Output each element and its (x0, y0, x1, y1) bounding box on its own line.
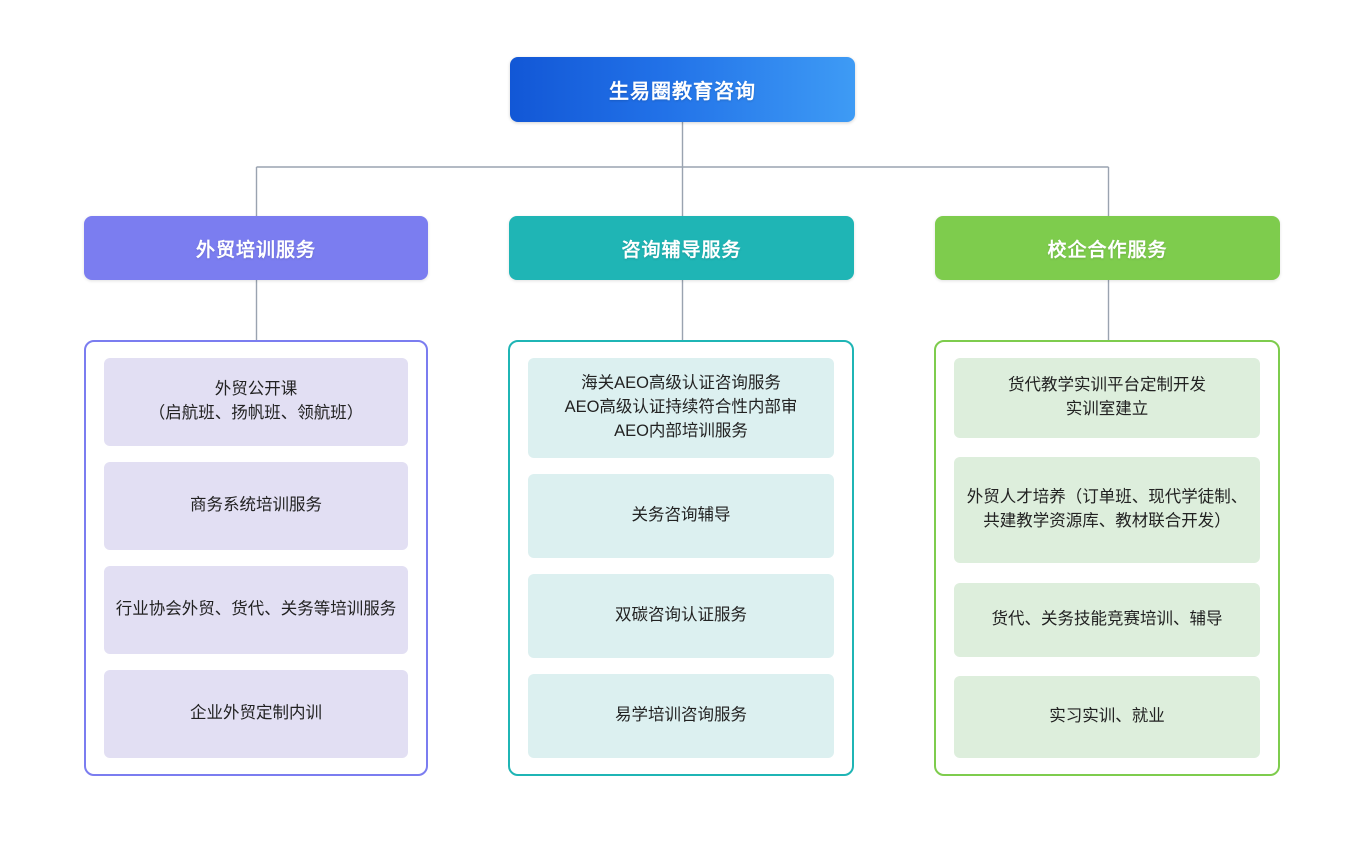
leaf-item[interactable]: 实习实训、就业 (954, 675, 1260, 758)
leaf-item[interactable]: 关务咨询辅导 (528, 474, 834, 558)
leaf-item[interactable]: 货代、关务技能竞赛培训、辅导 (954, 582, 1260, 657)
leaf-item[interactable]: 外贸公开课 （启航班、扬帆班、领航班） (104, 358, 408, 446)
branch-header-label: 校企合作服务 (1047, 239, 1168, 261)
leaf-item[interactable]: 双碳咨询认证服务 (528, 574, 834, 658)
branch-column-zixun-fudao: 海关AEO高级认证咨询服务 AEO高级认证持续符合性内部审 AEO内部培训服务 … (508, 340, 854, 776)
branch-header-xiaoqi-hezuo[interactable]: 校企合作服务 (935, 216, 1280, 280)
branch-column-xiaoqi-hezuo: 货代教学实训平台定制开发 实训室建立 外贸人才培养（订单班、现代学徒制、共建教学… (934, 340, 1280, 776)
leaf-item[interactable]: 企业外贸定制内训 (104, 670, 408, 758)
branch-header-waimao-peixun[interactable]: 外贸培训服务 (84, 216, 428, 280)
root-node[interactable]: 生易圈教育咨询 (510, 57, 855, 122)
leaf-item[interactable]: 外贸人才培养（订单班、现代学徒制、共建教学资源库、教材联合开发） (954, 457, 1260, 564)
leaf-item[interactable]: 易学培训咨询服务 (528, 674, 834, 758)
branch-header-zixun-fudao[interactable]: 咨询辅导服务 (509, 216, 854, 280)
leaf-item[interactable]: 行业协会外贸、货代、关务等培训服务 (104, 566, 408, 654)
leaf-item[interactable]: 货代教学实训平台定制开发 实训室建立 (954, 358, 1260, 438)
branch-column-waimao-peixun: 外贸公开课 （启航班、扬帆班、领航班） 商务系统培训服务 行业协会外贸、货代、关… (84, 340, 428, 776)
root-node-label: 生易圈教育咨询 (609, 81, 756, 103)
branch-header-label: 外贸培训服务 (195, 239, 316, 261)
leaf-item[interactable]: 海关AEO高级认证咨询服务 AEO高级认证持续符合性内部审 AEO内部培训服务 (528, 358, 834, 458)
leaf-item[interactable]: 商务系统培训服务 (104, 462, 408, 550)
branch-header-label: 咨询辅导服务 (621, 239, 742, 261)
